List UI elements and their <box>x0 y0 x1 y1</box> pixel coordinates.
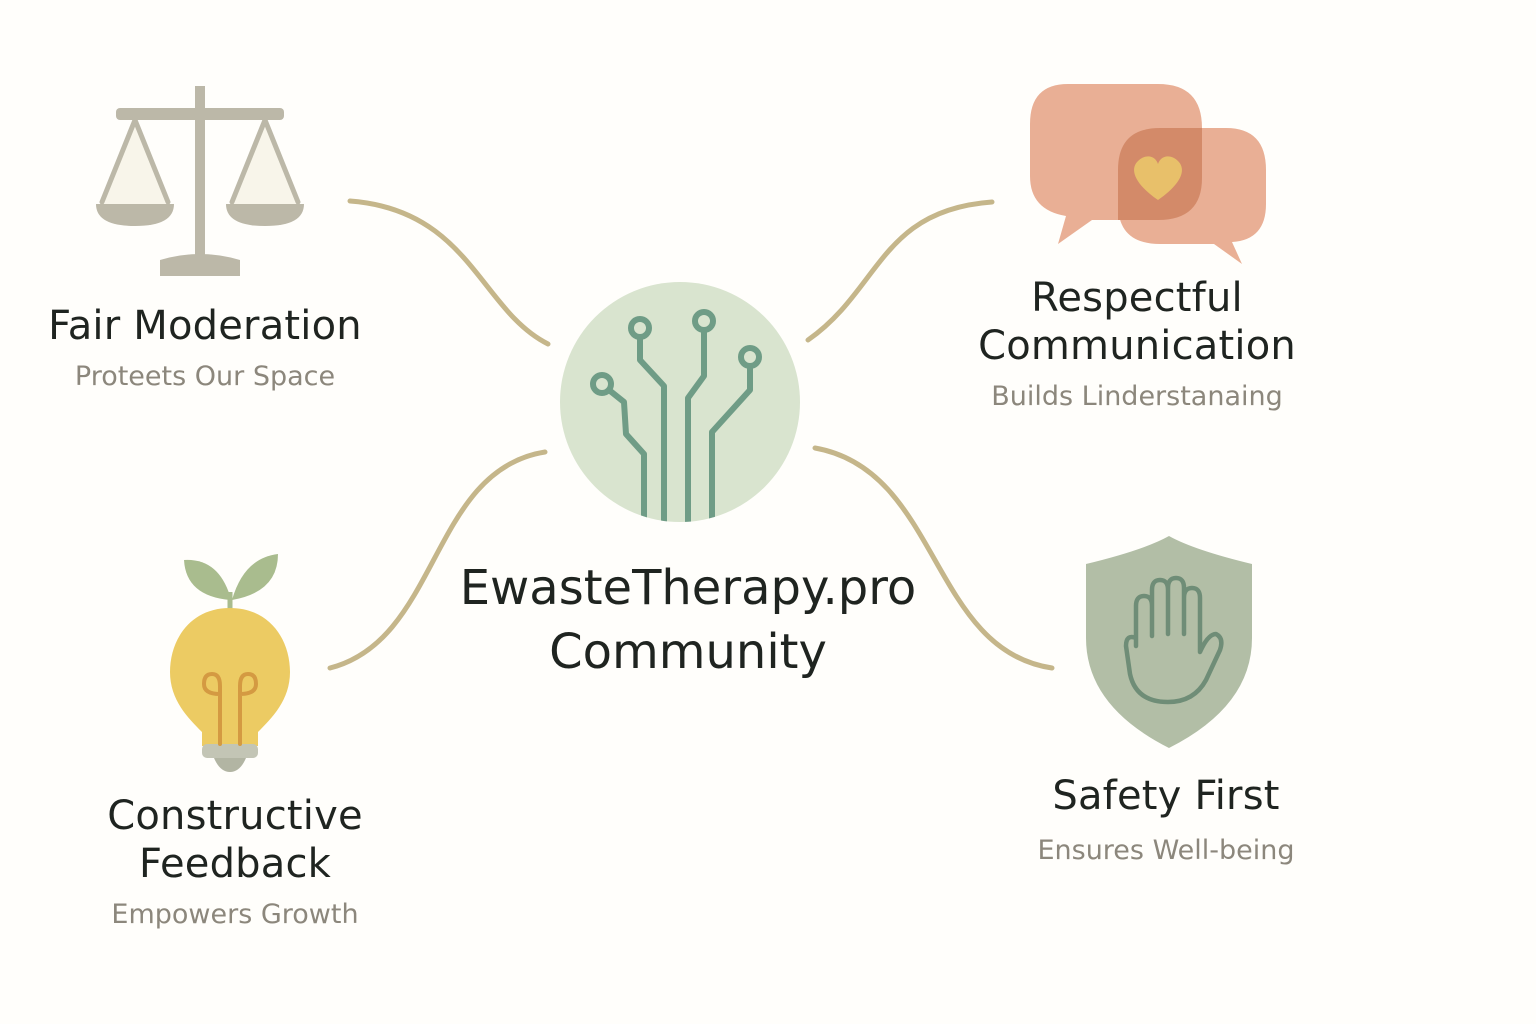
node-fair-moderation: Fair Moderation Proteets Our Space <box>40 302 370 394</box>
center-title: EwasteTherapy.pro Community <box>438 556 938 684</box>
shield-hand-icon <box>1086 536 1252 748</box>
circuit-icon <box>560 282 800 522</box>
node-safety-first: Safety First Ensures Well-being <box>1000 772 1332 868</box>
node-respectful-communication: Respectful Communication Builds Linderst… <box>962 274 1312 414</box>
node-subtitle: Proteets Our Space <box>74 361 336 392</box>
node-title: Safety First <box>1052 773 1280 819</box>
connector-constructive-feedback <box>327 449 548 671</box>
node-title-line-1: Constructive <box>107 793 363 839</box>
connector-safety-first <box>812 445 1055 671</box>
center-title-line-2: Community <box>549 624 827 680</box>
node-constructive-feedback: Constructive Feedback Empowers Growth <box>70 792 400 932</box>
node-subtitle: Ensures Well-being <box>1037 835 1295 866</box>
scales-icon <box>96 86 304 276</box>
node-subtitle: Builds Linderstanaing <box>991 381 1283 412</box>
center-title-line-1: EwasteTherapy.pro <box>459 560 917 616</box>
node-subtitle: Empowers Growth <box>111 899 359 930</box>
speech-bubbles-heart-icon <box>1030 84 1266 264</box>
connector-fair-moderation <box>347 198 551 347</box>
lightbulb-sprout-icon <box>170 554 290 772</box>
node-title-line-1: Respectful <box>1031 275 1243 321</box>
connector-respectful-communication <box>805 199 995 343</box>
node-title: Fair Moderation <box>48 303 362 349</box>
node-title-line-2: Feedback <box>138 841 332 887</box>
node-title-line-2: Communication <box>978 323 1296 369</box>
